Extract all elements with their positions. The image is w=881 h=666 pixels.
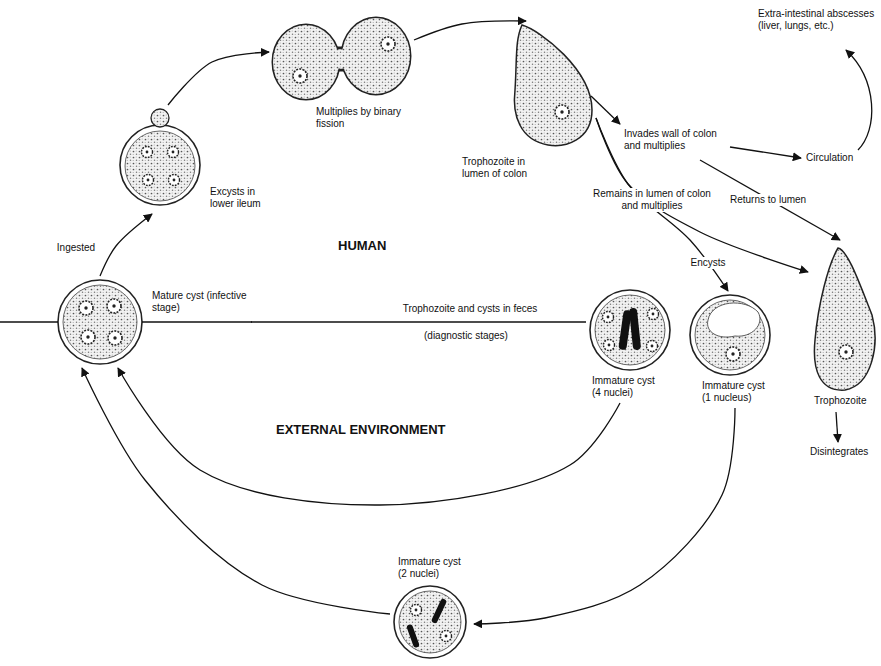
trophozoite-cell (514, 25, 592, 146)
region-heading: EXTERNAL ENVIRONMENT (276, 422, 446, 437)
pathway-note: Disintegrates (810, 446, 868, 458)
cycle-arrow (168, 52, 269, 105)
mature-cyst (63, 285, 137, 359)
immature-cyst-one (708, 303, 760, 337)
excysting-cyst (120, 109, 200, 205)
pathway-note: Returns to lumen (728, 194, 808, 206)
dividing-trophozoite (330, 48, 354, 70)
cycle-arrow (82, 368, 390, 614)
trophozoite-cell (514, 25, 592, 146)
mature-cyst (79, 301, 93, 315)
stage-label: Excysts in lower ileum (210, 186, 274, 210)
stage-label: Immature cyst (2 nuclei) (398, 556, 470, 580)
cycle-arrow (118, 368, 620, 505)
immature-cyst-one (726, 347, 740, 361)
pathway-note: Circulation (806, 152, 853, 164)
pathway-arrows (0, 50, 872, 442)
cell-stage: Excysts in lower ileum (116, 105, 278, 214)
immature-cyst-two (399, 591, 461, 653)
pathway-arrows (730, 147, 801, 158)
stage-label: Immature cyst (1 nucleus) (702, 380, 774, 404)
cell-stage: Immature cyst (4 nuclei) (586, 286, 674, 403)
stage-label: Immature cyst (4 nuclei) (592, 375, 664, 399)
immature-cyst-four (595, 295, 665, 365)
pathway-arrows (700, 160, 840, 240)
trophozoite-cell (814, 248, 875, 390)
stage-label: Trophozoite (814, 395, 878, 407)
stage-label: Trophozoite in lumen of colon (462, 156, 550, 180)
pathway-arrows (0, 321, 58, 322)
pathway-arrows (591, 96, 620, 124)
cell-stage: Trophozoite in lumen of colon (458, 21, 596, 184)
immature-cyst-two (431, 598, 447, 624)
dividing-trophozoite (273, 25, 339, 99)
trophozoite-cell (555, 105, 569, 119)
cell-stage: Multiplies by binary fission (269, 14, 414, 134)
stage-label: Mature cyst (infective stage) (152, 290, 247, 314)
cell-stage: Immature cyst (1 nucleus) (686, 291, 778, 408)
dividing-trophozoite (273, 18, 410, 99)
immature-cyst-four (604, 340, 615, 351)
pathway-arrows (836, 412, 838, 442)
excysting-cyst (120, 125, 200, 205)
region-heading: HUMAN (338, 238, 386, 253)
immature-cyst-one (695, 300, 765, 370)
immature-cyst-four (590, 290, 670, 370)
dividing-trophozoite (293, 69, 307, 83)
pathway-note: Extra-intestinal abscesses (liver, lungs… (758, 8, 876, 32)
arrow-label: Trophozoite and cysts in feces (401, 303, 540, 315)
excysting-cyst (169, 175, 180, 186)
mature-cyst (58, 280, 142, 364)
dividing-trophozoite (330, 50, 354, 69)
cycle-arrow (100, 214, 152, 276)
cycle-arrow (251, 321, 586, 322)
arrow-label: Ingested (55, 242, 97, 254)
pathway-note: (diagnostic stages) (424, 330, 508, 342)
excysting-cyst (125, 131, 195, 201)
arrow-label: Remains in lumen of colon and multiplies (591, 188, 713, 212)
pathway-note: Invades wall of colon and multiplies (624, 128, 734, 152)
cell-stage: Trophozoite (808, 244, 881, 411)
immature-cyst-two (394, 586, 466, 658)
immature-cyst-one (690, 295, 770, 375)
pathway-arrows (846, 50, 872, 150)
immature-cyst-two (441, 631, 452, 642)
immature-cyst-two (394, 586, 466, 658)
immature-cyst-two (411, 605, 422, 616)
stage-label: Multiplies by binary fission (316, 106, 404, 130)
dividing-trophozoite (381, 37, 395, 51)
immature-cyst-four (603, 312, 614, 323)
immature-cyst-four (648, 309, 659, 320)
immature-cyst-four (647, 341, 658, 352)
dividing-trophozoite (273, 25, 339, 99)
immature-cyst-four (629, 308, 641, 351)
cycle-arrow (474, 408, 735, 624)
mature-cyst (58, 280, 142, 364)
mature-cyst (108, 331, 122, 345)
pathway-arrows (142, 321, 252, 322)
cell-stage: Mature cyst (infective stage) (54, 276, 251, 368)
excysting-cyst (143, 175, 154, 186)
trophozoite-cell (814, 248, 875, 390)
immature-cyst-two (406, 624, 420, 649)
cell-stage: Immature cyst (2 nuclei) (390, 552, 474, 662)
excysting-cyst (168, 147, 179, 158)
immature-cyst-four (590, 290, 670, 370)
excysting-cyst (151, 109, 169, 127)
excysting-cyst (142, 147, 153, 158)
mature-cyst (81, 330, 95, 344)
mature-cyst (107, 299, 121, 313)
trophozoite-cell (839, 345, 853, 359)
cycle-arrow (414, 21, 526, 40)
immature-cyst-one (690, 295, 770, 375)
arrow-label: Encysts (688, 257, 727, 269)
